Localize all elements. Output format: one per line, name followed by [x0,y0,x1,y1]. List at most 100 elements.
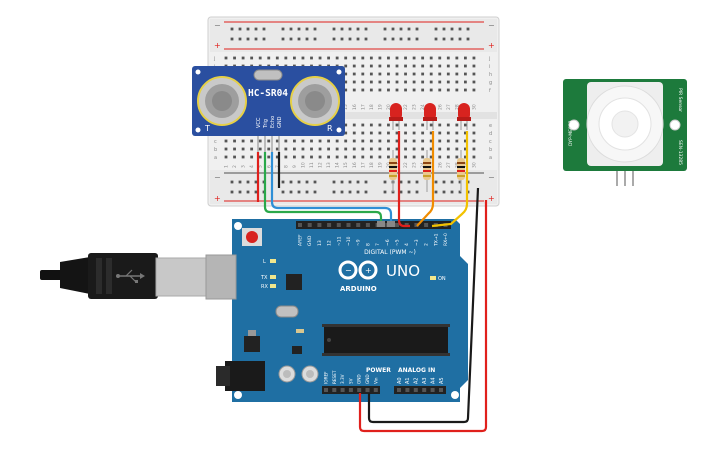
breadboard-hole [258,139,262,143]
led-3[interactable] [457,103,471,130]
breadboard-hole [369,155,373,159]
power-pin-label: RESET [332,370,337,384]
column-number: 11 [309,162,315,168]
rail-hole [356,27,360,31]
ultrasonic-sensor[interactable]: HC-SR04 T R VCC Trig Echo GND [192,66,345,152]
usb-cable-boot [60,257,90,294]
header-hole [414,223,419,227]
digital-pin-label: ~10 [346,236,352,246]
header-hole [395,223,399,227]
header-hole [317,223,322,227]
breadboard-hole [293,56,296,60]
breadboard-hole [438,72,442,76]
rail-hole [246,190,250,194]
column-number: 16 [352,162,358,168]
rail-hole [230,180,234,184]
resistor-1-band [389,175,397,177]
breadboard-hole [387,64,390,68]
digital-pin-label: AREF [298,234,304,246]
led-3-base [457,117,471,121]
pir-sensor[interactable]: PIR Sensor DYP-ME003 SEN-13285 [563,79,687,186]
breadboard-hole [438,139,442,143]
breadboard-hole [301,139,305,143]
breadboard-hole [258,147,262,151]
rail-hole [332,27,336,31]
ultrasonic-pin-trig: Trig [263,119,269,129]
onboard-led-rx [270,284,276,288]
breadboard-hole [378,64,382,68]
rail-hole [391,37,395,41]
breadboard-hole [404,64,407,68]
breadboard-hole [344,155,348,159]
power-jack[interactable] [225,361,265,391]
header-hole [340,388,345,392]
rail-hole [238,190,242,194]
breadboard-hole [352,131,356,135]
breadboard-hole [293,147,296,151]
breadboard-hole [233,155,236,159]
rail-hole [364,37,368,41]
rail-hole [458,190,462,194]
digital-pin-label: 7 [375,243,381,246]
resistor-3[interactable] [457,150,465,192]
rail-hole [466,37,470,41]
rail-hole [230,190,234,194]
rail-hole [442,180,446,184]
breadboard-hole [429,72,433,76]
breadboard-hole [429,131,433,135]
digital-pin-label: ~11 [336,236,342,246]
logo-minus: − [345,266,352,275]
rail-plus-br: + [488,194,495,203]
rail-hole [340,27,344,31]
usb-cable[interactable] [40,253,237,300]
breadboard-hole [455,155,459,159]
pir-mount-hole [669,119,681,131]
led-2[interactable] [423,103,437,130]
breadboard-hole [301,56,305,60]
power-jack-inner [216,366,230,386]
column-number: 26 [437,104,443,110]
breadboard-hole [267,56,271,60]
wire-tip [387,221,395,227]
breadboard-hole [404,155,407,159]
column-number: 5 [258,165,264,168]
breadboard-hole [301,155,305,159]
breadboard-hole [378,72,382,76]
rail-hole [364,27,368,31]
breadboard-hole [438,155,442,159]
breadboard-hole [352,56,356,60]
rail-hole [297,27,301,31]
breadboard-hole [378,155,382,159]
column-number: 2 [232,165,238,168]
breadboard-hole [438,123,442,127]
rail-hole [297,37,301,41]
breadboard-hole [378,131,382,135]
breadboard-hole [421,80,425,84]
onboard-l-label: L [263,259,266,265]
breadboard-hole [429,64,433,68]
breadboard-hole [335,56,339,60]
column-number: 22 [403,162,409,168]
rail-hole [332,190,336,194]
wire-yellow-led3 [431,131,469,228]
rail-hole [415,27,419,31]
breadboard-hole [258,155,262,159]
breadboard-hole [455,123,459,127]
header-hole [307,223,312,227]
resistor-2[interactable] [423,150,431,192]
rail-hole [356,180,360,184]
ultrasonic-mount-hole [195,69,201,75]
led-1[interactable] [389,103,403,130]
header-hole [298,223,302,227]
breadboard-hole [284,147,288,151]
breadboard-hole [395,139,399,143]
rail-hole [434,190,438,194]
breadboard-hole [412,139,416,143]
power-label: POWER [366,367,391,374]
column-number: 15 [343,162,349,168]
resistor-1[interactable] [389,150,397,192]
reset-button[interactable] [246,231,258,243]
ultrasonic-receiver-center [305,91,325,111]
breadboard-hole [472,155,476,159]
